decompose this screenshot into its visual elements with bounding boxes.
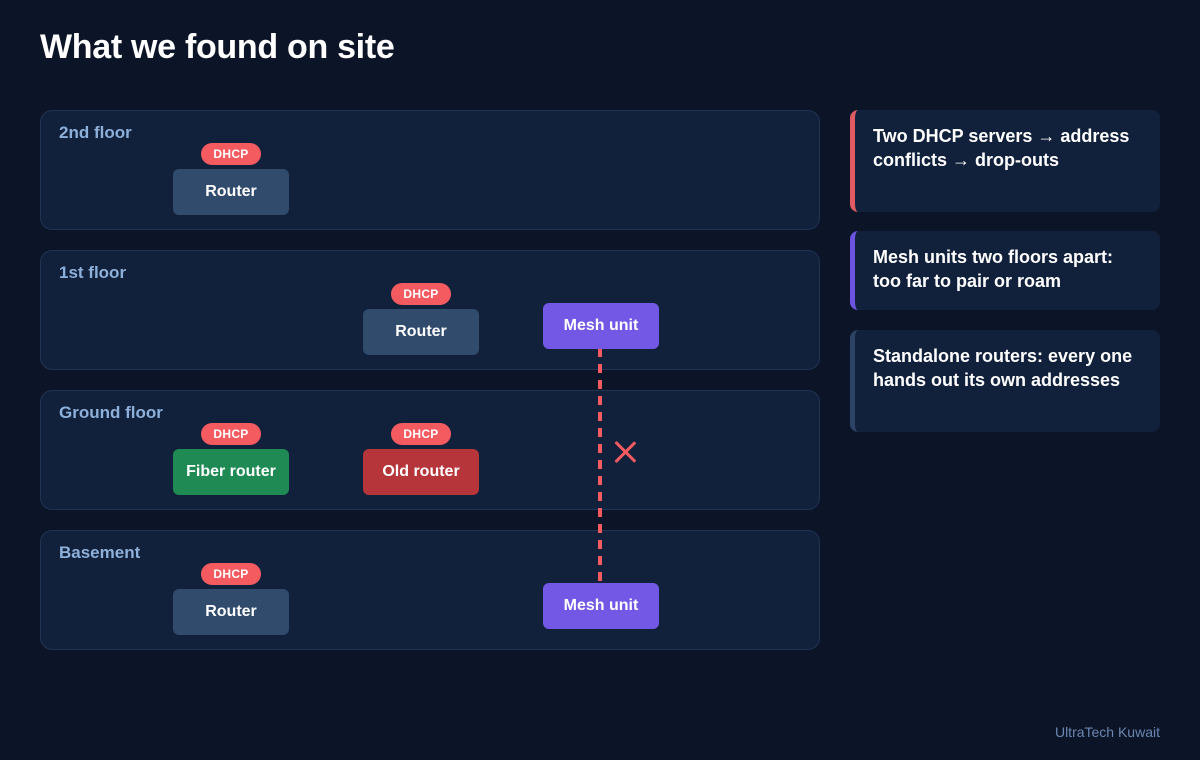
note-mesh-distance: Mesh units two floors apart: too far to …: [850, 231, 1160, 310]
brand-footer: UltraTech Kuwait: [1054, 724, 1160, 740]
router-basement: Router: [173, 589, 289, 635]
mesh-link-dashed: [598, 348, 602, 582]
floor-1st: 1st floor DHCP Router Mesh unit: [40, 250, 820, 370]
floor-basement: Basement DHCP Router Mesh unit: [40, 530, 820, 650]
page-title: What we found on site: [40, 28, 395, 66]
floor-label: Ground floor: [59, 403, 163, 422]
dhcp-badge: DHCP: [391, 283, 451, 305]
old-router: Old router: [363, 449, 479, 495]
cross-icon: [613, 440, 637, 464]
router-1st-floor: Router: [363, 309, 479, 355]
router-2nd-floor: Router: [173, 169, 289, 215]
note-standalone-routers: Standalone routers: every one hands out …: [850, 330, 1160, 432]
dhcp-badge: DHCP: [391, 423, 451, 445]
floor-label: 2nd floor: [59, 123, 132, 142]
mesh-unit-1st-floor: Mesh unit: [543, 303, 659, 349]
dhcp-badge: DHCP: [201, 143, 261, 165]
mesh-unit-basement: Mesh unit: [543, 583, 659, 629]
dhcp-badge: DHCP: [201, 423, 261, 445]
floor-2nd: 2nd floor DHCP Router: [40, 110, 820, 230]
fiber-router: Fiber router: [173, 449, 289, 495]
dhcp-badge: DHCP: [201, 563, 261, 585]
note-dhcp-conflict: Two DHCP servers → address conflicts → d…: [850, 110, 1160, 212]
floor-ground: Ground floor DHCP Fiber router DHCP Old …: [40, 390, 820, 510]
floor-label: 1st floor: [59, 263, 127, 282]
floor-label: Basement: [59, 543, 141, 562]
